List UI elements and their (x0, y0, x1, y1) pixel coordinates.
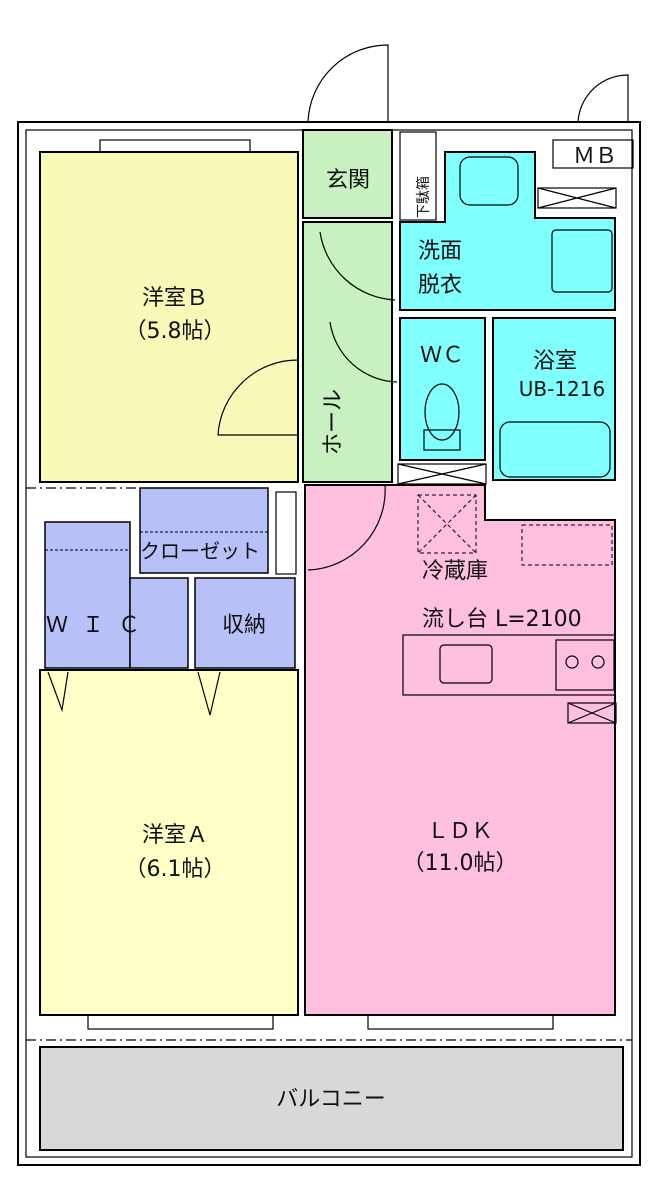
room-western-b (39, 151, 299, 483)
balcony-label: バルコニー (276, 1087, 386, 1112)
burner-icon (565, 655, 579, 669)
mb-label: ＭＢ (573, 144, 617, 169)
room-ldk (304, 484, 616, 1016)
door-wc (329, 321, 398, 383)
basin (459, 156, 519, 206)
bathroom-model: UB-1216 (519, 377, 605, 401)
kitchen-counter (402, 634, 616, 696)
stove (555, 639, 615, 691)
range-hood (567, 702, 617, 724)
room-b-name: 洋室Ｂ (142, 286, 208, 311)
mb-door (577, 74, 629, 123)
wic-passage (129, 577, 189, 669)
toilet-icon (424, 383, 460, 441)
shoe-cabinet (399, 131, 437, 221)
entrance-label: 玄関 (326, 168, 370, 193)
room-western-a (39, 669, 299, 1016)
bathroom-label: 浴室 (533, 349, 577, 374)
room-a-name: 洋室Ａ (142, 823, 208, 848)
duct (537, 187, 617, 209)
ldk-name: ＬＤＫ (427, 819, 493, 844)
door-washroom (319, 231, 396, 301)
room-wc (399, 317, 486, 461)
ldk-size: （11.0帖） (403, 851, 518, 876)
closet-label: クローゼット (140, 539, 260, 563)
wc-duct-cross (397, 463, 487, 485)
window-a (87, 1014, 274, 1030)
room-b-size: （5.8帖） (125, 319, 226, 344)
fridge-space (417, 494, 477, 554)
window-ldk (367, 1014, 554, 1030)
closet-door (275, 491, 297, 575)
storage-label: 収納 (222, 613, 266, 638)
wic-label: ＷＩＣ (46, 613, 154, 638)
hall-label: ホール (321, 389, 346, 455)
shoe-cabinet-label: 下駄箱 (416, 176, 432, 218)
cabinet-space (521, 524, 613, 566)
washing-machine (551, 229, 613, 293)
wic (44, 521, 131, 669)
balcony (39, 1046, 624, 1151)
mb-box (552, 139, 634, 169)
room-hall (302, 221, 393, 483)
burner-icon (591, 655, 605, 669)
storage (194, 577, 296, 669)
toilet-tank (423, 429, 461, 451)
room-washroom (399, 151, 616, 311)
door-b (217, 359, 299, 436)
room-entrance (302, 129, 393, 219)
washroom-label-2: 脱衣 (418, 273, 462, 298)
duct-cross (537, 187, 617, 209)
bathtub (499, 421, 611, 478)
room-a-size: （6.1帖） (125, 857, 226, 882)
range-hood-cross (567, 702, 617, 724)
fridge-label: 冷蔵庫 (422, 559, 488, 584)
closet-door-swing (47, 671, 221, 716)
outer-wall (17, 121, 641, 1166)
washroom-label-1: 洗面 (418, 239, 462, 264)
door-ldk (307, 484, 386, 571)
sink-label: 流し台 L=2100 (422, 607, 582, 632)
room-bathroom (492, 317, 616, 481)
closet (139, 487, 269, 574)
entry-door (307, 44, 389, 123)
sink-basin (439, 644, 493, 684)
wc-label: ＷＣ (420, 343, 464, 368)
